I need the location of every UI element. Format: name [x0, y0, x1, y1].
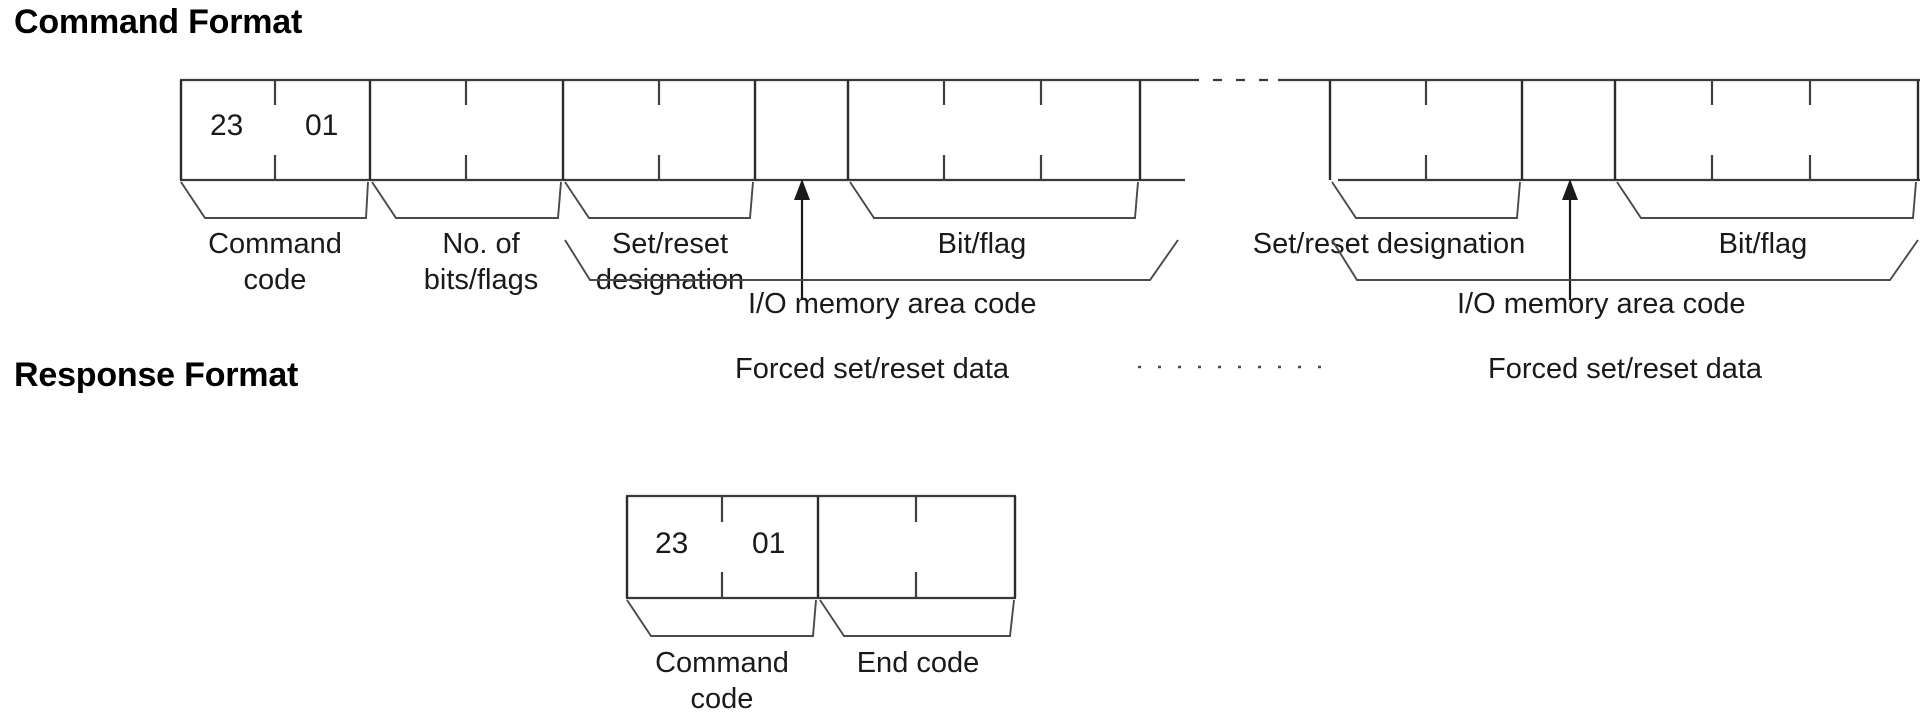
response-format-heading: Response Format	[14, 356, 299, 394]
response-format-table: 23 01	[625, 494, 1017, 600]
command-label-group-tier2: Forced set/reset data Forced set/reset d…	[735, 353, 1763, 385]
brace-response-command-code	[626, 599, 817, 637]
label-response-command-code-line1: Command	[655, 647, 789, 679]
io-memory-arrowhead-1	[794, 179, 810, 200]
response-brace-group	[626, 599, 1015, 637]
label-bit-flag-1: Bit/flag	[938, 228, 1027, 260]
label-command-code-line1: Command	[208, 228, 342, 260]
brace-no-of-bits-flags	[371, 181, 562, 219]
label-no-of-bits-flags-line1: No. of	[442, 228, 520, 260]
response-cell-value-23: 23	[655, 527, 688, 560]
brace-command-code	[180, 181, 369, 219]
command-brace-group-tier1	[180, 181, 1917, 219]
brace-forced-set-reset-data-1	[564, 239, 1179, 281]
command-cell-value-01: 01	[305, 109, 338, 142]
io-memory-arrowhead-n	[1562, 179, 1578, 200]
response-cell-value-01: 01	[752, 527, 785, 560]
command-format-table: 23 01	[179, 78, 1920, 182]
label-forced-set-reset-data-1: Forced set/reset data	[735, 353, 1010, 385]
label-io-memory-area-code-1: I/O memory area code	[748, 288, 1037, 320]
brace-set-reset-designation-n	[1331, 181, 1521, 219]
label-set-reset-designation-n: Set/reset designation	[1253, 228, 1525, 260]
label-no-of-bits-flags-line2: bits/flags	[424, 264, 538, 296]
brace-bit-flag-1	[849, 181, 1139, 219]
brace-set-reset-designation-1	[564, 181, 754, 219]
label-command-code-line2: code	[244, 264, 307, 296]
label-io-memory-area-code-n: I/O memory area code	[1457, 288, 1746, 320]
command-format-heading: Command Format	[14, 3, 303, 41]
label-set-reset-designation-1-line1: Set/reset	[612, 228, 728, 260]
response-label-group: Command code End code	[655, 647, 979, 715]
forced-set-reset-brace-group	[564, 239, 1919, 369]
label-forced-set-reset-data-n: Forced set/reset data	[1488, 353, 1763, 385]
command-label-group-tier1: Command code No. of bits/flags Set/reset…	[208, 228, 1807, 320]
label-bit-flag-n: Bit/flag	[1719, 228, 1808, 260]
label-response-end-code: End code	[857, 647, 980, 679]
brace-bit-flag-n	[1616, 181, 1917, 219]
io-memory-arrow-group	[794, 179, 1578, 300]
command-cell-value-23: 23	[210, 109, 243, 142]
label-response-command-code-line2: code	[691, 683, 754, 715]
brace-forced-set-reset-data-n	[1331, 239, 1919, 281]
brace-response-end-code	[819, 599, 1015, 637]
